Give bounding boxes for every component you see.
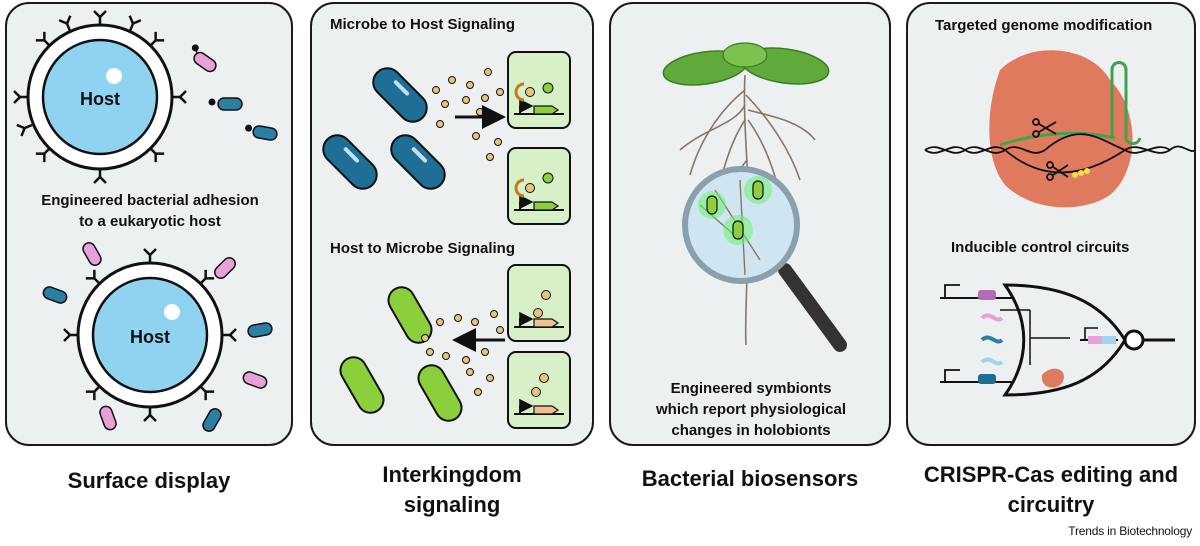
biosensors-description-line1: Engineered symbionts: [670, 380, 832, 397]
host-cell-box-2: [508, 148, 570, 224]
caption-biosensors: Bacterial biosensors: [641, 466, 859, 491]
green-bacteria: [339, 286, 463, 422]
caption-crispr: CRISPR-Cas editing and circuitry: [906, 460, 1196, 521]
pam-marks: [1072, 168, 1090, 178]
interkingdom-heading-bottom: Host to Microbe Signaling: [330, 240, 516, 257]
host-label-top: Host: [80, 89, 120, 109]
biosensors-description-line2: which report physiological: [655, 401, 847, 418]
signal-molecules-bottom: [421, 310, 504, 396]
caption-interkingdom-line2: signaling: [403, 492, 501, 518]
caption-interkingdom: Interkingdom signaling: [310, 460, 594, 521]
dna-double-helix: [924, 133, 1196, 174]
journal-credit: Trends in Biotechnology: [1068, 524, 1192, 538]
surface-description-line2: to a eukaryotic host: [79, 213, 221, 230]
scissors-icon: [1032, 118, 1069, 181]
crispr-heading-bottom: Inducible control circuits: [951, 239, 1130, 256]
surface-description: Engineered bacterial adhesion to a eukar…: [8, 190, 292, 232]
crispr-heading-top: Targeted genome modification: [935, 17, 1153, 34]
guide-rna: [999, 61, 1142, 147]
biosensors-description-line3: changes in holobionts: [671, 422, 831, 439]
free-bacteria-top: [191, 44, 278, 141]
host-cell-top: [26, 23, 174, 171]
surface-description-line1: Engineered bacterial adhesion: [41, 192, 259, 209]
host-cell-box-3: [508, 265, 570, 341]
circuit-parts: [978, 290, 1116, 388]
caption-interkingdom-line1: Interkingdom: [382, 462, 522, 487]
signal-molecules-top: [432, 68, 504, 161]
host-label-bottom: Host: [130, 327, 170, 347]
interkingdom-heading-top: Microbe to Host Signaling: [330, 16, 516, 33]
caption-surface-display: Surface display: [67, 468, 231, 493]
plant-leaves: [662, 42, 830, 86]
biosensors-description: Engineered symbionts which report physio…: [612, 378, 890, 441]
caption-crispr-line2: circuitry: [1007, 492, 1095, 518]
blue-bacteria: [322, 67, 446, 190]
cas-protein-blob: [989, 50, 1133, 208]
glowing-bacteria: [698, 176, 772, 245]
host-cell-box-4: [508, 352, 570, 428]
host-cell-bottom: [76, 261, 224, 409]
adhered-bacteria: [42, 242, 273, 432]
host-cell-box-1: [508, 52, 570, 128]
caption-crispr-line1: CRISPR-Cas editing and: [923, 462, 1179, 487]
